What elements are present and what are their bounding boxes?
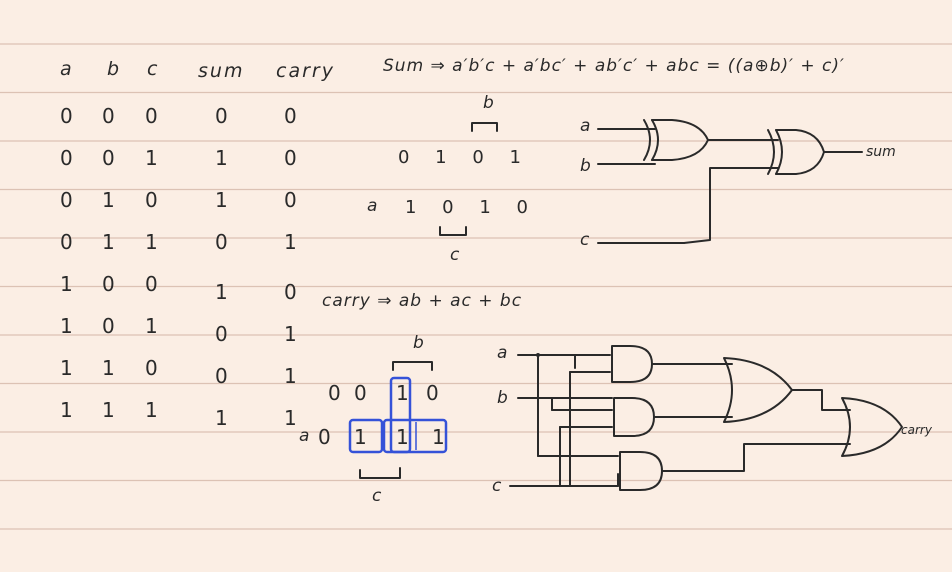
tt-cell-sum: 0 bbox=[215, 230, 230, 254]
tt-cell-a: 0 bbox=[60, 104, 75, 128]
sum-input-a-label: a bbox=[580, 116, 591, 136]
tt-cell-c: 1 bbox=[145, 146, 160, 170]
tt-cell-sum: 1 bbox=[215, 188, 230, 212]
sum-equation: Sum ⇒ a′b′c + a′bc′ + ab′c′ + abc = ((a⊕… bbox=[383, 56, 845, 76]
tt-cell-sum: 1 bbox=[215, 406, 230, 430]
tt-cell-a: 1 bbox=[60, 314, 75, 338]
tt-cell-carry: 1 bbox=[284, 230, 299, 254]
tt-cell-sum: 0 bbox=[215, 364, 230, 388]
header-b: b bbox=[107, 58, 122, 80]
carry-kmap-r0c1: 0 bbox=[354, 381, 369, 405]
carry-or-gate-2 bbox=[841, 397, 903, 457]
sum-kmap-row0: 0 1 0 1 bbox=[398, 147, 531, 168]
sum-kmap-b-bracket bbox=[471, 122, 498, 132]
tt-cell-sum: 1 bbox=[215, 146, 230, 170]
sum-output-label: sum bbox=[866, 144, 896, 160]
tt-cell-b: 0 bbox=[102, 314, 117, 338]
tt-cell-b: 1 bbox=[102, 230, 117, 254]
header-sum: sum bbox=[198, 60, 245, 82]
tt-cell-b: 1 bbox=[102, 398, 117, 422]
tt-cell-c: 1 bbox=[145, 230, 160, 254]
sum-kmap-bottom-label: c bbox=[450, 245, 460, 265]
tt-cell-carry: 0 bbox=[284, 104, 299, 128]
carry-kmap-top-label: b bbox=[413, 333, 424, 353]
tt-cell-carry: 1 bbox=[284, 364, 299, 388]
tt-cell-a: 1 bbox=[60, 272, 75, 296]
tt-cell-carry: 1 bbox=[284, 322, 299, 346]
carry-kmap-bottom-label: c bbox=[372, 486, 382, 506]
tt-cell-c: 0 bbox=[145, 104, 160, 128]
carry-kmap-r1c2: 1 bbox=[396, 425, 411, 449]
tt-cell-sum: 0 bbox=[215, 322, 230, 346]
tt-cell-carry: 0 bbox=[284, 188, 299, 212]
sum-kmap-top-label: b bbox=[483, 93, 494, 113]
carry-and-gate-2 bbox=[613, 397, 655, 437]
carry-kmap-group-row-left bbox=[348, 418, 384, 454]
tt-cell-carry: 0 bbox=[284, 280, 299, 304]
tt-cell-b: 0 bbox=[102, 272, 117, 296]
tt-cell-a: 0 bbox=[60, 146, 75, 170]
sum-input-c-label: c bbox=[580, 230, 590, 250]
tt-cell-c: 0 bbox=[145, 188, 160, 212]
carry-and-gate-1 bbox=[611, 345, 653, 383]
carry-kmap-c-bracket bbox=[359, 467, 401, 479]
tt-cell-a: 0 bbox=[60, 188, 75, 212]
tt-cell-c: 1 bbox=[145, 398, 160, 422]
carry-input-b-label: b bbox=[497, 388, 508, 408]
tt-cell-sum: 1 bbox=[215, 280, 230, 304]
carry-kmap-r0c0: 0 bbox=[328, 381, 343, 405]
tt-cell-c: 0 bbox=[145, 356, 160, 380]
sum-kmap-row-label: a bbox=[367, 196, 378, 216]
tt-cell-carry: 1 bbox=[284, 406, 299, 430]
tt-cell-a: 0 bbox=[60, 230, 75, 254]
tt-cell-sum: 0 bbox=[215, 104, 230, 128]
carry-kmap-r1c3: 1 bbox=[432, 425, 447, 449]
tt-cell-carry: 0 bbox=[284, 146, 299, 170]
carry-equation: carry ⇒ ab + ac + bc bbox=[322, 291, 523, 311]
tt-cell-c: 0 bbox=[145, 272, 160, 296]
carry-kmap-b-bracket bbox=[392, 361, 433, 371]
header-carry: carry bbox=[276, 60, 335, 82]
carry-or-gate-1 bbox=[723, 357, 793, 423]
carry-input-a-label: a bbox=[497, 343, 508, 363]
carry-kmap-r1c1: 1 bbox=[354, 425, 369, 449]
tt-cell-b: 1 bbox=[102, 188, 117, 212]
sum-xor-gate-1 bbox=[643, 119, 709, 161]
carry-kmap-r0c3: 0 bbox=[426, 381, 441, 405]
tt-cell-b: 0 bbox=[102, 104, 117, 128]
tt-cell-b: 0 bbox=[102, 146, 117, 170]
carry-kmap-r1c0: 0 bbox=[318, 425, 333, 449]
tt-cell-a: 1 bbox=[60, 398, 75, 422]
carry-and-gate-3 bbox=[619, 451, 663, 491]
sum-kmap-row1: 1 0 1 0 bbox=[405, 197, 538, 218]
carry-kmap-row-label: a bbox=[299, 426, 310, 446]
carry-kmap-group-row-right bbox=[382, 418, 448, 454]
carry-kmap-r0c2: 1 bbox=[396, 381, 411, 405]
carry-output-label: carry bbox=[901, 423, 932, 437]
header-c: c bbox=[147, 58, 160, 80]
carry-input-c-label: c bbox=[492, 476, 502, 496]
sum-input-b-label: b bbox=[580, 156, 591, 176]
carry-kmap-group-b bbox=[389, 376, 412, 454]
tt-cell-b: 1 bbox=[102, 356, 117, 380]
tt-cell-c: 1 bbox=[145, 314, 160, 338]
header-a: a bbox=[60, 58, 74, 80]
sum-kmap-c-bracket bbox=[439, 226, 467, 236]
tt-cell-a: 1 bbox=[60, 356, 75, 380]
